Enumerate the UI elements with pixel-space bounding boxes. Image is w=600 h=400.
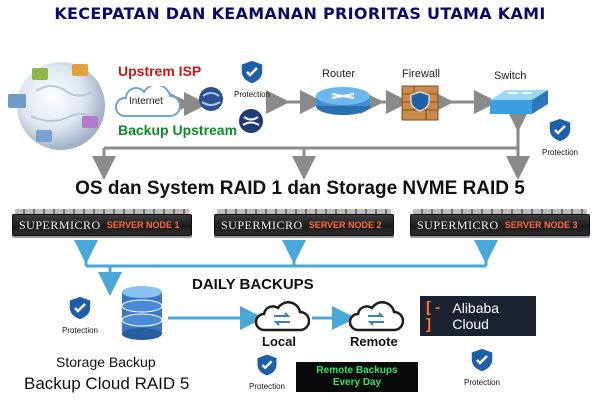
shield-icon (240, 59, 264, 85)
backup-upstream-label: Backup Upstream (118, 122, 238, 138)
remote-sync-cloud-icon (348, 298, 405, 334)
remote-backups-badge: Remote Backups Every Day (296, 362, 418, 392)
local-sync-cloud-icon (254, 298, 311, 334)
daily-backups-label: DAILY BACKUPS (192, 276, 314, 293)
drive-bays (15, 209, 189, 214)
drive-bays (217, 209, 391, 214)
protection-switch: Protection (534, 116, 586, 157)
database-icon (118, 284, 166, 342)
server-node-label: SERVER NODE 1 (106, 220, 180, 230)
remote-label: Remote (350, 334, 398, 349)
backup-globe-icon (238, 108, 264, 134)
server-node-3: SUPERMICRO SERVER NODE 3 (410, 209, 590, 236)
switch-label: Switch (494, 70, 527, 82)
isp-globe-icon (198, 86, 224, 112)
server-node-label: SERVER NODE 2 (308, 220, 382, 230)
server-brand: SUPERMICRO (221, 217, 303, 232)
shield-icon (470, 347, 494, 373)
upstream-isp-label: Upstrem ISP (118, 63, 202, 79)
server-node-2: SUPERMICRO SERVER NODE 2 (214, 209, 394, 236)
router-icon (314, 86, 372, 116)
router-label: Router (322, 68, 356, 80)
internet-label: Internet (129, 96, 163, 107)
server-node-1: SUPERMICRO SERVER NODE 1 (12, 209, 192, 236)
internet-cloud-icon: Internet (110, 83, 182, 120)
remote-backups-line1: Remote Backups (316, 365, 398, 376)
alibaba-cloud-logo: [ - ] Alibaba Cloud (420, 296, 536, 336)
page-title: KECEPATAN DAN KEAMANAN PRIORITAS UTAMA K… (54, 4, 546, 23)
server-brand: SUPERMICRO (417, 217, 499, 232)
server-node-label: SERVER NODE 3 (504, 220, 578, 230)
shield-icon (548, 117, 572, 143)
globe-icon (6, 56, 106, 156)
firewall-label: Firewall (402, 68, 440, 80)
protection-local: Protection (240, 352, 294, 391)
server-brand: SUPERMICRO (19, 217, 101, 232)
backup-cloud-raid-label: Backup Cloud RAID 5 (24, 374, 190, 393)
local-label: Local (262, 334, 296, 349)
switch-icon (488, 88, 550, 118)
protection-cloud: Protection (454, 346, 510, 387)
firewall-icon (400, 82, 440, 122)
alibaba-logo-icon: [ - ] (426, 299, 441, 333)
drive-bays (413, 209, 587, 214)
shield-icon (68, 295, 92, 321)
protection-isp: Protection (228, 58, 276, 99)
shield-icon (256, 353, 278, 377)
storage-backup-label: Storage Backup (56, 354, 156, 370)
protection-storage: Protection (52, 294, 108, 335)
remote-backups-line2: Every Day (332, 377, 382, 388)
section-title: OS dan System RAID 1 dan Storage NVME RA… (75, 178, 525, 199)
alibaba-cloud-label: Alibaba Cloud (452, 300, 500, 332)
